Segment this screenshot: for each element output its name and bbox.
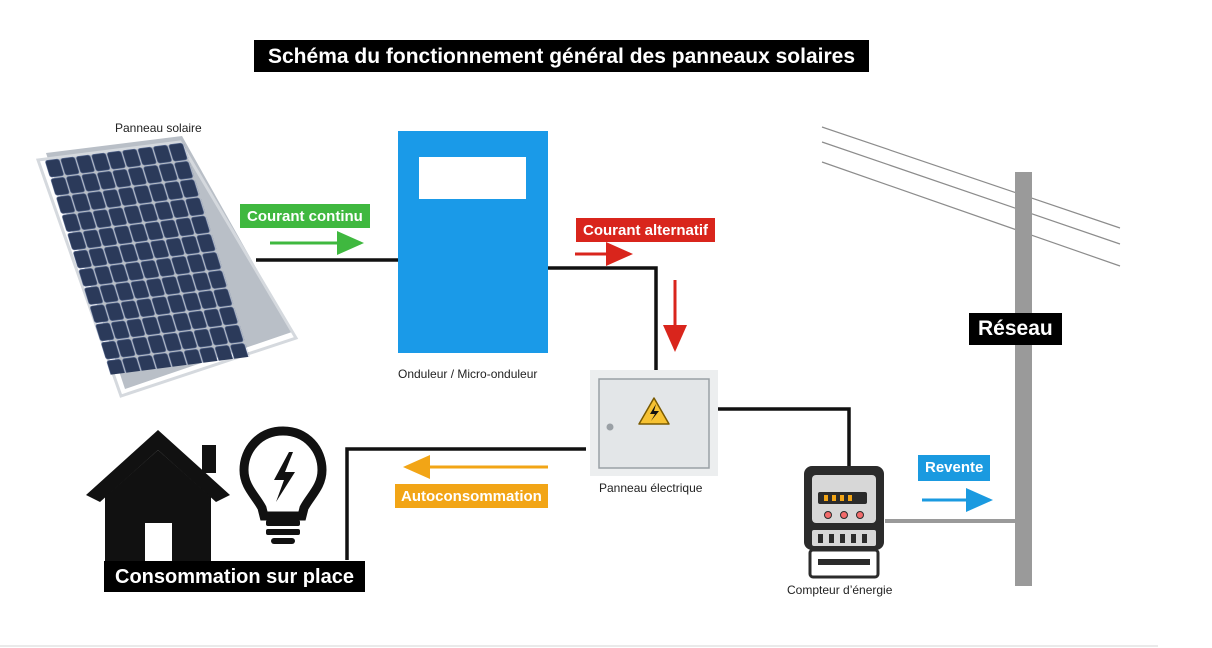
direct-current-label: Courant continu xyxy=(240,204,370,228)
inverter-caption: Onduleur / Micro-onduleur xyxy=(398,367,538,381)
lightbulb-icon xyxy=(239,426,327,544)
power-lines xyxy=(821,126,1121,267)
resale-label: Revente xyxy=(918,455,991,481)
energy-meter-caption: Compteur d’énergie xyxy=(787,583,893,597)
home-consumption-label: Consommation sur place xyxy=(104,561,365,592)
energy-meter-icon xyxy=(804,466,884,579)
utility-pole-icon xyxy=(1015,172,1032,586)
self-consumption-label: Autoconsommation xyxy=(395,484,548,508)
solar-panel-icon xyxy=(35,136,299,398)
electric-panel-icon xyxy=(590,370,718,476)
electric-panel-caption: Panneau électrique xyxy=(599,481,703,495)
inverter-icon xyxy=(398,131,548,353)
grid-label: Réseau xyxy=(969,313,1062,345)
alternating-current-label: Courant alternatif xyxy=(576,218,716,242)
house-icon xyxy=(86,430,230,572)
solar-panel-caption: Panneau solaire xyxy=(115,121,202,135)
wiring xyxy=(256,258,851,560)
warning-icon xyxy=(638,397,670,425)
page-title: Schéma du fonctionnement général des pan… xyxy=(254,40,869,72)
